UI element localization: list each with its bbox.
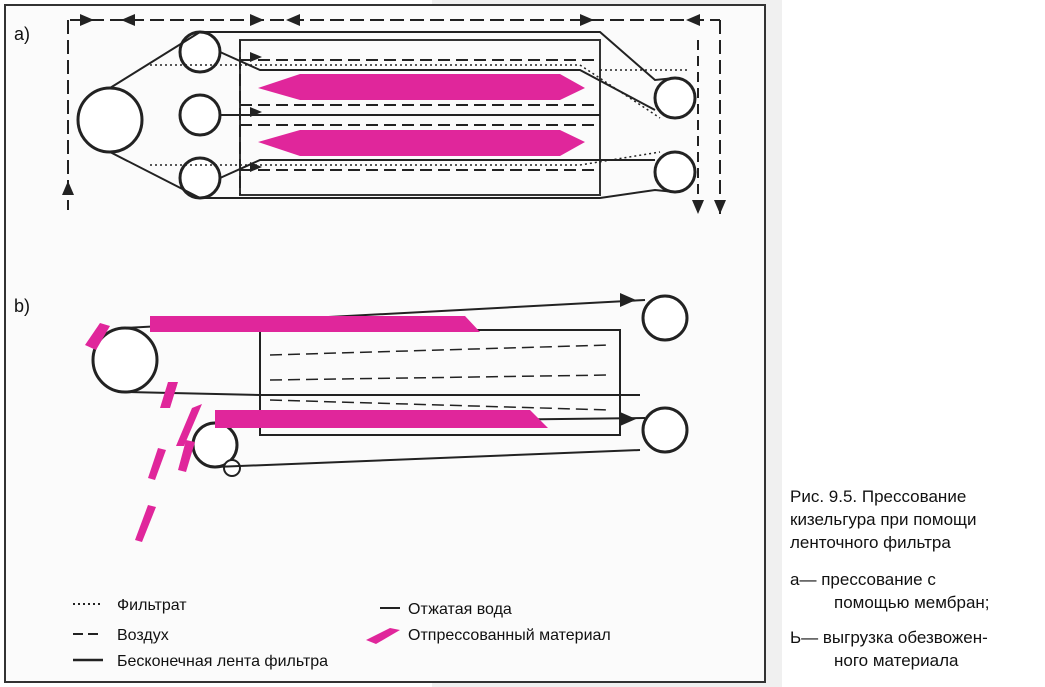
legend-filtrate-label: Фильтрат [117,597,187,614]
caption-item-a: а— прессование с помощью мембран; [790,568,1040,614]
pressed-material-b-lower [215,410,548,428]
caption-item-a-line1: прессование с [821,570,936,589]
caption-item-b-marker: Ь— [790,628,819,647]
caption-item-b-line2: ного материала [834,651,959,670]
arrowheads-a [62,14,726,214]
material-fragment-4 [148,448,166,480]
legend-pressed-water-label: Отжатая вода [408,601,512,618]
legend-pressed-material-label: Отпрессованный материал [408,627,611,644]
roll-mid-a [178,93,222,137]
material-fragment-3 [176,404,202,446]
legend-pressed-material-swatch [366,628,400,644]
roll-top-a [178,30,222,74]
legend-belt-label: Бесконечная лента фильтра [117,653,328,670]
roll-right-top-a [653,76,697,120]
air-lines-b [269,344,611,411]
roll-left-a [76,86,144,154]
caption-item-a-marker: а— [790,570,817,589]
roll-right-b-bot [641,406,689,454]
roll-right-bot-a [653,150,697,194]
air-lines-a [240,59,600,171]
legend: Фильтрат Воздух Бесконечная лента фильтр… [73,597,611,670]
panel-b-label: b) [14,296,30,316]
arrowheads-b [620,293,636,426]
pressed-material-a-lower [258,130,585,156]
air-arrows-a-left [250,52,262,172]
caption-item-b-line1: выгрузка обезвожен- [822,628,988,647]
pressed-material-a-upper [258,74,585,100]
legend-air-label: Воздух [117,627,169,644]
roll-bot-a [178,156,222,200]
roll-right-b-top [641,294,689,342]
material-fragment-5 [178,440,195,472]
material-fragment-2 [160,382,178,408]
material-fragment-6 [135,505,156,542]
top-arrow-line [67,19,721,215]
figure-caption: Рис. 9.5. Прессование кизельгура при пом… [790,485,1040,672]
panel-a: a) [14,14,726,215]
roll-small-b [223,459,241,477]
panel-b: b) [14,293,689,542]
pressed-material-b-upper [150,316,480,332]
caption-item-a-line2: помощью мембран; [834,593,990,612]
material-fragment-1 [85,323,110,350]
filtrate-lines-a [150,64,690,166]
panel-a-label: a) [14,24,30,44]
caption-title: Рис. 9.5. Прессование кизельгура при пом… [790,487,977,552]
caption-item-b: Ь— выгрузка обезвожен- ного материала [790,626,1040,672]
